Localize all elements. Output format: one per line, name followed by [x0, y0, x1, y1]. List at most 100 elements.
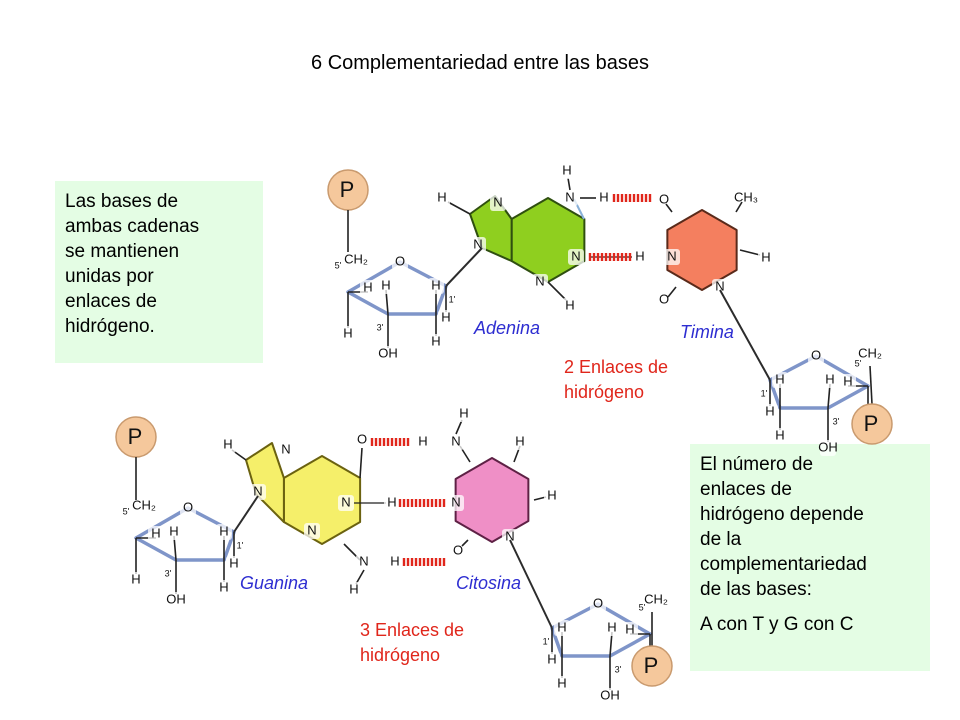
hydrogen-atom: H: [775, 371, 784, 386]
substituent-bond: [739, 249, 761, 256]
glycosidic-bond: [509, 539, 553, 629]
nitrogen-atom: N: [715, 278, 724, 293]
atom-backdrop: [632, 249, 648, 265]
carbon-1-label: 1': [237, 540, 244, 550]
nitrogen-atom: N: [565, 189, 574, 204]
sugar-ring-oxygen: O: [395, 253, 405, 268]
label-line: 3 Enlaces de: [360, 620, 465, 640]
nitrogen-atom: N: [359, 553, 368, 568]
atom-backdrop: [438, 310, 454, 326]
nitrogen-atom: N: [253, 483, 262, 498]
atom-backdrop: [428, 278, 444, 294]
sugar-top-right: [768, 354, 870, 410]
carbon-3-label: 3': [377, 322, 384, 332]
note-bond-count-complementarity: El número de enlaces de hidrógeno depend…: [690, 444, 930, 671]
atom-backdrop: [226, 556, 242, 572]
ch3-group: CH₃: [734, 189, 758, 204]
carbon-5-label: 5': [335, 260, 342, 270]
atom-backdrop: [772, 428, 788, 444]
oxygen-atom: O: [453, 542, 463, 557]
atom-backdrop: [384, 495, 400, 511]
carbon-3-label: 3': [833, 416, 840, 426]
label-adenina: Adenina: [474, 318, 541, 338]
sugar-bottom-right: [550, 602, 652, 658]
label-guanina: Guanina: [240, 573, 309, 593]
hydrogen-atom: H: [515, 433, 524, 448]
label-timina: Timina: [680, 322, 734, 342]
atom-backdrop: [562, 298, 578, 314]
nitrogen-atom: N: [667, 248, 676, 263]
atom-backdrop: [559, 163, 575, 179]
carbon-1-label: 1': [543, 636, 550, 646]
atom-backdrop: [304, 523, 320, 539]
hydroxyl-group: OH: [818, 439, 838, 454]
atom-backdrop: [502, 529, 518, 545]
substituent-bond: [667, 286, 677, 298]
carbon-3-label: 3': [615, 664, 622, 674]
nitrogen-atom: N: [473, 236, 482, 251]
atom-backdrop: [354, 432, 370, 448]
atom-backdrop: [216, 580, 232, 596]
label-3-hydrogen-bonds: 3 Enlaces de hidrógeno: [360, 618, 464, 668]
atom-backdrop: [387, 554, 403, 570]
label-2-hydrogen-bonds: 2 Enlaces de hidrógeno: [564, 355, 668, 405]
hydrogen-atom: H: [349, 581, 358, 596]
hydroxyl-group: OH: [166, 591, 186, 606]
note-bases-held-by-hydrogen-bonds: Las bases de ambas cadenas se mantienen …: [55, 181, 263, 363]
atom-backdrop: [448, 434, 464, 450]
hydrogen-atom: H: [775, 427, 784, 442]
guanine-five-ring: [245, 442, 285, 523]
substituent-bond: [447, 201, 471, 215]
phosphate-label: P: [864, 411, 879, 436]
hydrogen-atom: H: [131, 571, 140, 586]
nitrogen-atom: N: [505, 528, 514, 543]
atom-backdrop: [840, 374, 856, 390]
base-pairing-rule: A con T y G con C: [700, 614, 854, 635]
atom-backdrop: [448, 495, 464, 511]
atom-backdrop: [378, 278, 394, 294]
atom-backdrop: [434, 190, 450, 206]
atom-backdrop: [622, 622, 638, 638]
hydrogen-atom: H: [765, 403, 774, 418]
atom-backdrop: [168, 592, 184, 608]
substituent-bond: [461, 539, 469, 547]
atom-backdrop: [590, 596, 606, 612]
hydrogen-atom: H: [547, 651, 556, 666]
atom-backdrop: [822, 372, 838, 388]
nitrogen-atom: N: [493, 194, 502, 209]
atom-backdrop: [456, 406, 472, 422]
note-line: enlaces de: [700, 479, 792, 500]
nitrogen-atom: N: [281, 441, 290, 456]
hydrogen-atom: H: [557, 675, 566, 690]
nitrogen-atom: N: [451, 433, 460, 448]
atom-backdrop: [338, 495, 354, 511]
hydrogen-atom: H: [431, 277, 440, 292]
substituent-bond: [359, 447, 363, 479]
atom-backdrop: [808, 348, 824, 364]
carbon-3-label: 3': [165, 568, 172, 578]
cytosine-ring: [454, 457, 530, 543]
ch2-group: CH₂: [644, 591, 668, 606]
atom-backdrop: [278, 442, 294, 458]
note-line: complementariedad: [700, 554, 867, 575]
hydrogen-atom: H: [562, 162, 571, 177]
nitrogen-atom: N: [341, 494, 350, 509]
nitrogen-atom: N: [535, 273, 544, 288]
carbon-1-label: 1': [449, 294, 456, 304]
atom-backdrop: [604, 620, 620, 636]
note-line: Las bases de: [65, 191, 179, 212]
hydrogen-atom: H: [151, 525, 160, 540]
label-citosina: Citosina: [456, 573, 522, 593]
substituent-bond: [455, 419, 463, 435]
note-line: unidas por: [65, 266, 154, 287]
phosphate-label: P: [128, 424, 143, 449]
sugar-ring-oxygen: O: [183, 499, 193, 514]
hydrogen-atom: H: [547, 487, 556, 502]
atom-backdrop: [656, 192, 672, 208]
glycosidic-bond: [719, 289, 771, 381]
atom-backdrop: [148, 526, 164, 542]
atom-backdrop: [544, 488, 560, 504]
hydrogen-atom: H: [343, 325, 352, 340]
carbon-1-label: 1': [761, 388, 768, 398]
atom-backdrop: [166, 524, 182, 540]
